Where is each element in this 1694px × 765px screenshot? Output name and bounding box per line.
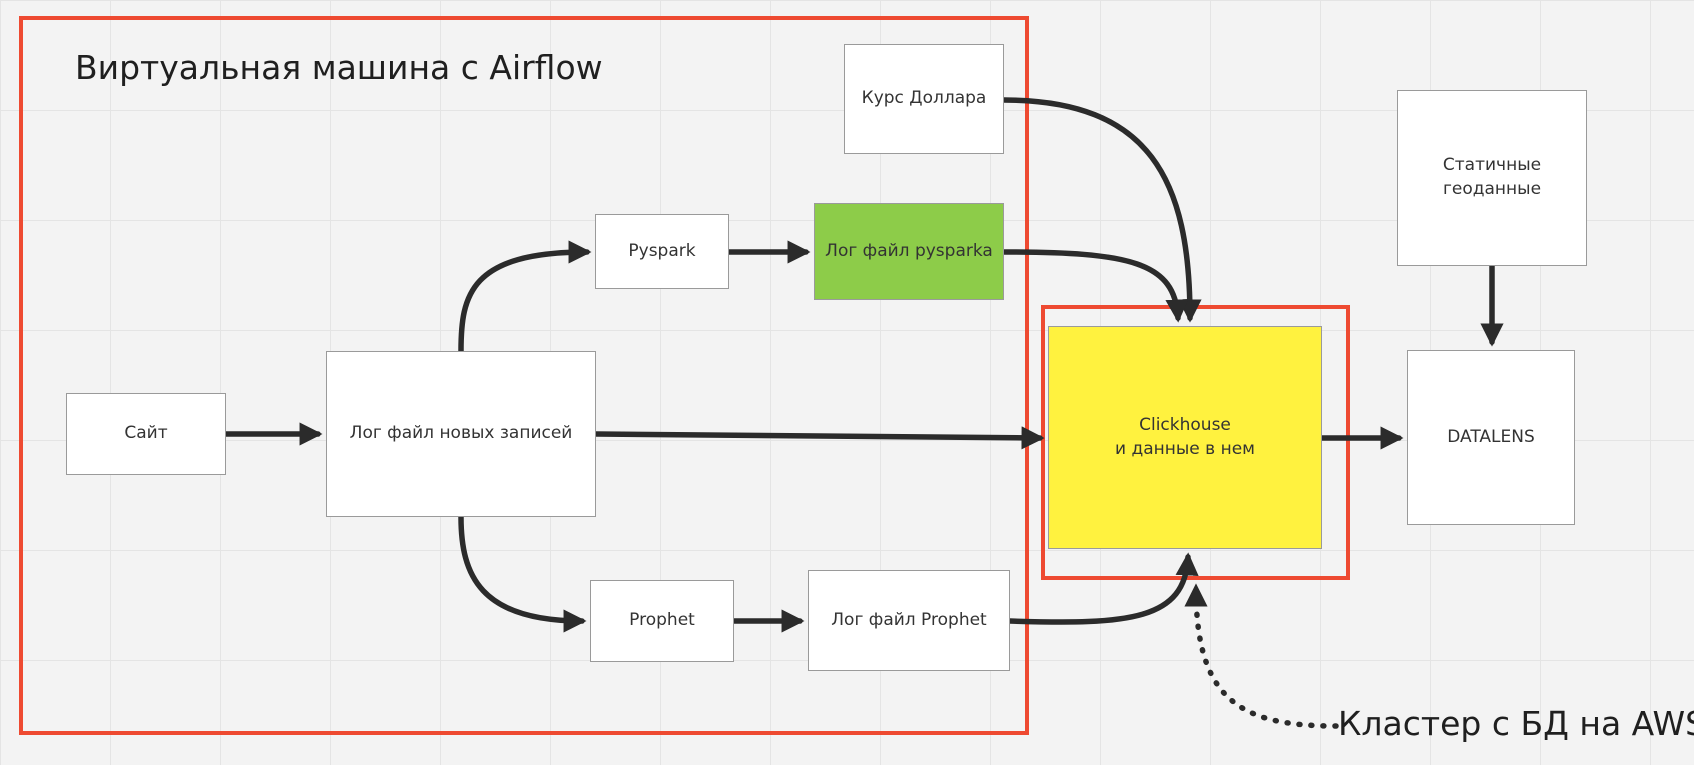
node-log-prophet[interactable]: Лог файл Prophet: [808, 570, 1010, 671]
airflow-vm-title: Виртуальная машина с Airflow: [75, 48, 603, 87]
node-datalens[interactable]: DATALENS: [1407, 350, 1575, 525]
node-static-geodata[interactable]: Статичные геоданные: [1397, 90, 1587, 266]
node-usd-rate[interactable]: Курс Доллара: [844, 44, 1004, 154]
node-pyspark[interactable]: Pyspark: [595, 214, 729, 289]
edge-log-new-to-prophet: [458, 514, 587, 633]
edge-aws-label-to-clickhouse: [1184, 583, 1339, 729]
node-site[interactable]: Сайт: [66, 393, 226, 475]
edge-usd-to-clickhouse: [1001, 97, 1202, 323]
aws-cluster-title: Кластер с БД на AWS: [1338, 704, 1694, 743]
node-prophet[interactable]: Prophet: [590, 580, 734, 662]
node-log-pyspark[interactable]: Лог файл pysparka: [814, 203, 1004, 300]
airflow-vm-frame: [19, 16, 1029, 735]
edge-log-prophet-to-clickhouse: [1007, 552, 1199, 625]
edge-log-new-to-clickhouse: [593, 426, 1045, 450]
node-log-new-records[interactable]: Лог файл новых записей: [326, 351, 596, 517]
edge-log-new-to-pyspark: [458, 240, 592, 354]
edge-log-pyspark-to-clickhouse: [1001, 249, 1189, 323]
node-clickhouse[interactable]: Clickhouse и данные в нем: [1048, 326, 1322, 549]
